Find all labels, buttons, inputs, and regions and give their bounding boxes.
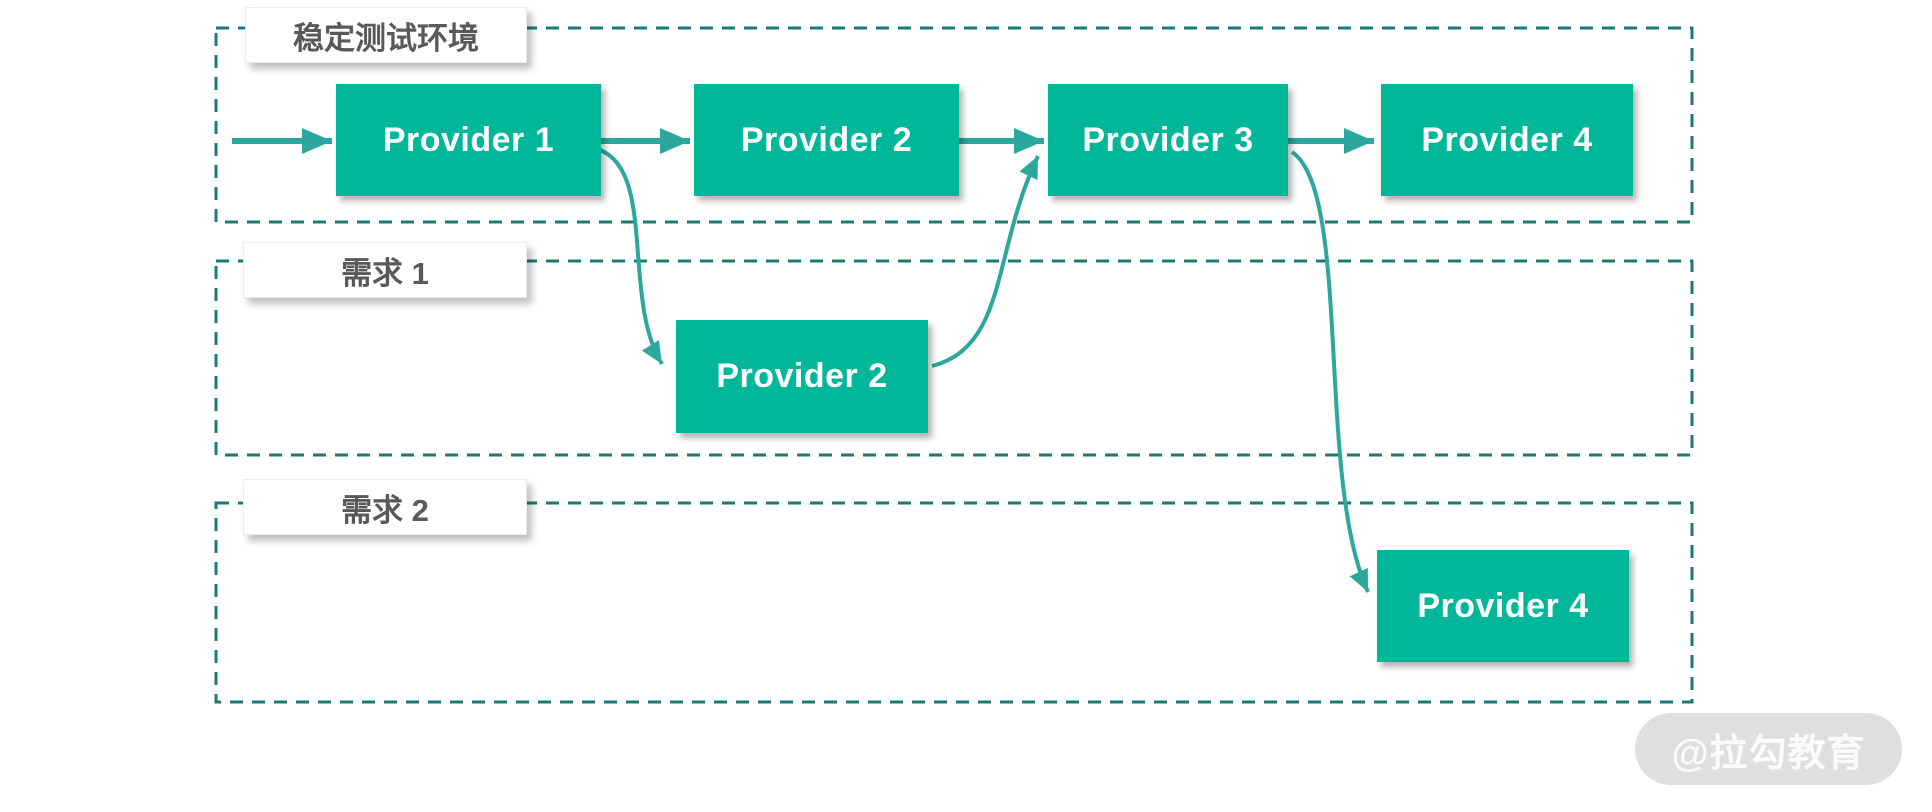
edge-provider3-to-req2-provider4	[1290, 150, 1370, 593]
region-label-requirement-2: 需求 2	[243, 479, 527, 535]
node-stable-provider-4: Provider 4	[1381, 84, 1633, 196]
node-stable-provider-2: Provider 2	[694, 84, 959, 196]
node-req1-provider-2: Provider 2	[676, 320, 928, 433]
node-stable-provider-3: Provider 3	[1048, 84, 1288, 196]
region-label-requirement-1: 需求 1	[243, 242, 527, 298]
node-req2-provider-4: Provider 4	[1377, 550, 1629, 662]
region-label-stable-test-env: 稳定测试环境	[245, 7, 527, 63]
edge-provider1-to-req1-provider2	[599, 148, 664, 366]
node-stable-provider-1: Provider 1	[336, 84, 601, 196]
watermark-lagou-edu: @拉勾教育	[1635, 713, 1902, 785]
